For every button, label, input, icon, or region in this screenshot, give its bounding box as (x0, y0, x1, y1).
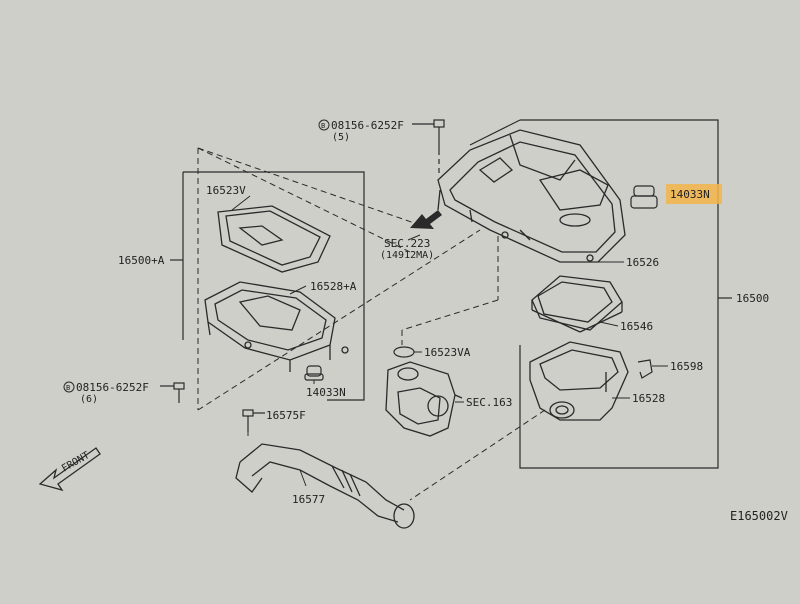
label-16500a: 16500+A (118, 254, 165, 267)
left-leader-lines (231, 195, 315, 384)
label-16500: 16500 (736, 292, 769, 305)
label-16526: 16526 (626, 256, 659, 269)
air-duct-16577 (235, 443, 415, 529)
left-group-frame (170, 171, 365, 401)
throttle-body-sec163 (385, 361, 463, 437)
bolt-left-mark: B (66, 384, 70, 392)
grommet-14033n-left (304, 365, 324, 381)
label-16523va: 16523VA (424, 346, 471, 359)
gasket-16523v (217, 205, 331, 273)
bolt-left-marker: B (63, 381, 75, 393)
seal-16523va (393, 346, 415, 358)
label-bolt-top: 08156-6252F (331, 119, 404, 132)
filter-element-16546 (531, 275, 623, 333)
label-16575f: 16575F (266, 409, 306, 422)
diagram-code: E165002V (730, 509, 788, 523)
cover-16526 (437, 129, 626, 263)
bolt-icon-left (160, 382, 185, 403)
sec223-arrow-icon (407, 210, 442, 241)
label-16523v: 16523V (206, 184, 246, 197)
part-highlight-14033n (666, 184, 722, 204)
bolt-icon-16575f (242, 409, 265, 432)
label-sec223: SEC.223 (384, 237, 430, 250)
label-14033n-left: 14033N (306, 386, 346, 399)
label-16546: 16546 (620, 320, 653, 333)
right-dashed-guides (247, 236, 546, 501)
label-16528a: 16528+A (310, 280, 357, 293)
bolt-icon-top (412, 119, 445, 175)
label-16577: 16577 (292, 493, 325, 506)
bolt-top-mark: B (321, 122, 325, 130)
label-sec223-sub: (14912MA) (380, 250, 434, 261)
label-16598: 16598 (670, 360, 703, 373)
label-16528: 16528 (632, 392, 665, 405)
label-bolt-top-qty: (5) (332, 132, 350, 143)
right-leader-lines (299, 261, 668, 487)
label-bolt-left: 08156-6252F (76, 381, 149, 394)
label-14033n-right: 14033N (670, 188, 710, 201)
label-bolt-left-qty: (6) (80, 394, 98, 405)
housing-16528 (529, 341, 629, 421)
front-arrow-icon (38, 447, 101, 492)
label-sec163: SEC.163 (466, 396, 512, 409)
bolt-top-marker: B (318, 119, 330, 131)
clip-16598 (637, 359, 653, 379)
grommet-14033n-right (630, 185, 658, 209)
left-dashed-guides (197, 147, 481, 411)
tray-16528a (204, 281, 349, 372)
